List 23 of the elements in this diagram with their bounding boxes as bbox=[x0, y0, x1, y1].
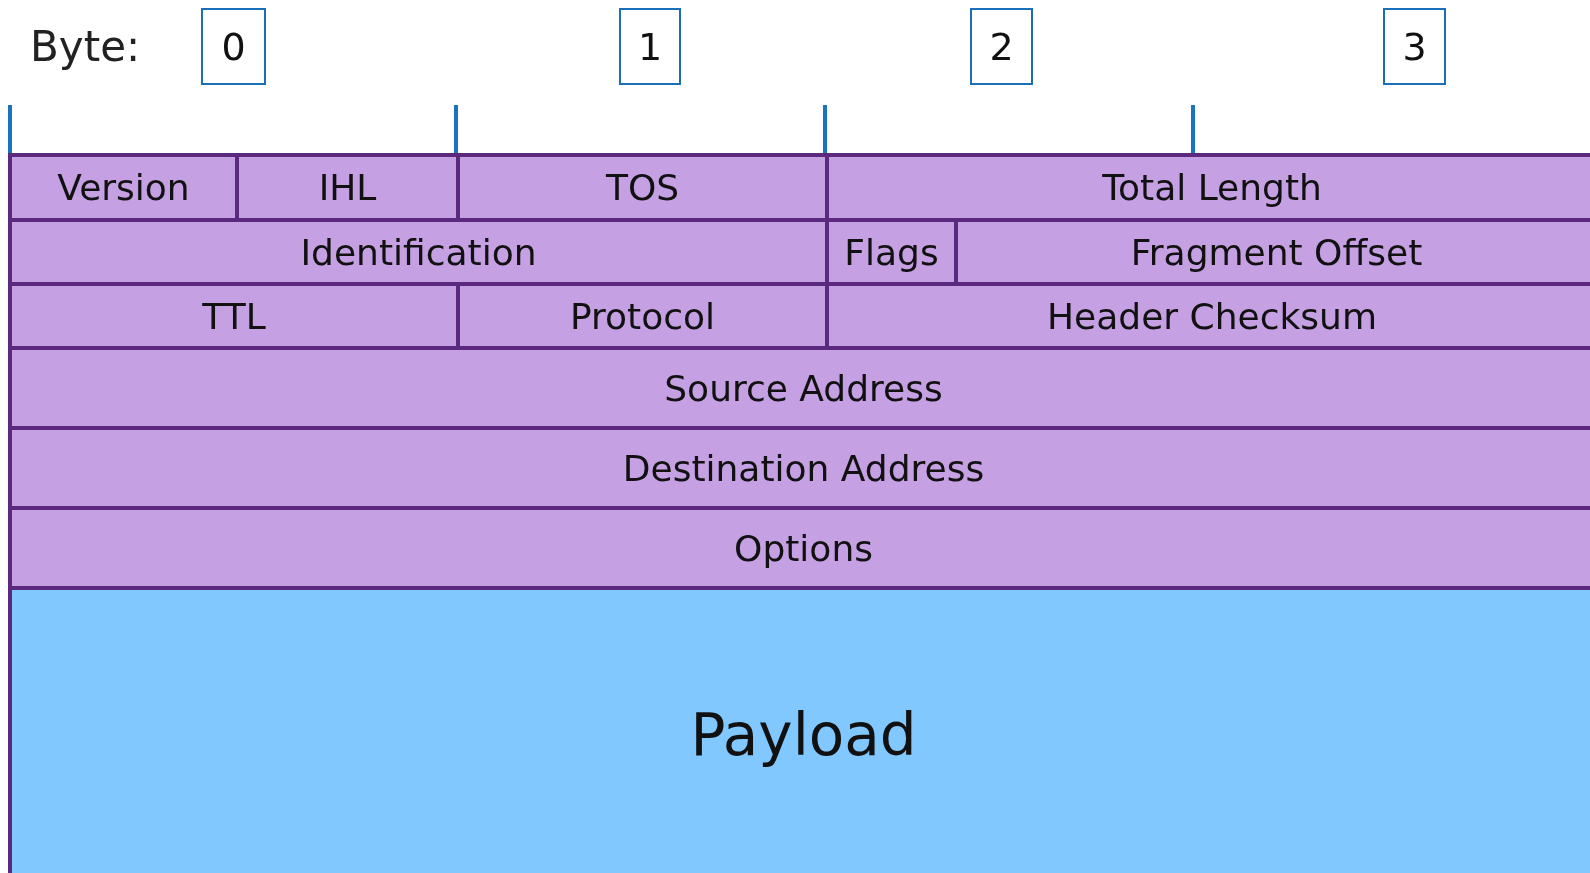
field-name: IHL bbox=[318, 167, 377, 208]
field-name: TOS bbox=[605, 167, 680, 208]
field-name: Destination Address bbox=[622, 447, 985, 489]
field-name: Header Checksum bbox=[1047, 295, 1377, 337]
byte-number: 0 bbox=[221, 24, 246, 69]
byte-number-box bbox=[619, 8, 681, 85]
byte-number-box bbox=[201, 8, 266, 85]
field-name: Identification bbox=[300, 231, 537, 273]
field-name: Flags bbox=[844, 231, 939, 273]
field-name: TTL bbox=[202, 295, 266, 337]
field-name: Protocol bbox=[569, 295, 716, 337]
row-label: Byte: bbox=[30, 22, 141, 71]
field-name: Fragment Offset bbox=[1130, 231, 1423, 273]
field-name: Total Length bbox=[1102, 167, 1322, 208]
field-name: Version bbox=[57, 167, 190, 208]
field-name: Payload bbox=[690, 701, 917, 769]
byte-number-box bbox=[970, 8, 1033, 85]
byte-number-box bbox=[1383, 8, 1446, 85]
byte-number: 2 bbox=[989, 24, 1014, 69]
byte-number: 1 bbox=[637, 24, 663, 69]
field-name: Source Address bbox=[664, 367, 943, 409]
field-name: Options bbox=[734, 527, 873, 569]
byte-number: 3 bbox=[1402, 24, 1427, 69]
